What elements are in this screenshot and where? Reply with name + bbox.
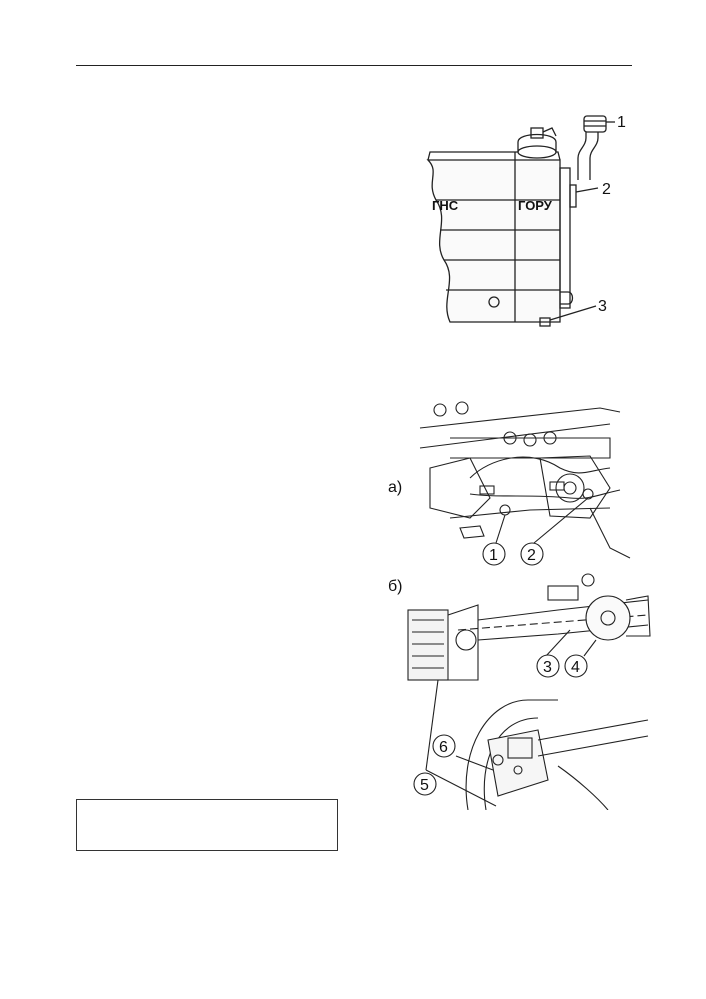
note-box	[76, 799, 338, 851]
axle-b-callout-4: 4	[571, 659, 580, 676]
chassis-figure-a: 1 2	[410, 398, 640, 568]
axle-b-callout-6: 6	[439, 739, 448, 756]
tank-label-left: ГНС	[432, 198, 459, 213]
tank-label-right: ГОРУ	[518, 198, 553, 213]
header-rule	[76, 65, 632, 66]
tank-callout-2: 2	[602, 181, 611, 198]
subfigure-label-a: а)	[388, 479, 403, 496]
axle-drawing-b: 3 4 5 6	[407, 573, 651, 810]
subfigure-label-b: б)	[388, 578, 403, 595]
chassis-a-callout-2: 2	[527, 547, 536, 564]
axle-b-callout-3: 3	[543, 659, 552, 676]
tank-figure: ГНС ГОРУ 1 2 3	[410, 110, 635, 330]
tank-callout-1: 1	[617, 114, 626, 131]
axle-figure-b: 3 4 5 6	[398, 570, 660, 810]
tank-drawing: ГНС ГОРУ 1 2 3	[426, 114, 626, 327]
tank-callout-3: 3	[598, 298, 607, 315]
chassis-drawing-a: 1 2	[419, 401, 631, 566]
chassis-a-callout-1: 1	[489, 547, 498, 564]
axle-b-callout-5: 5	[420, 777, 429, 794]
